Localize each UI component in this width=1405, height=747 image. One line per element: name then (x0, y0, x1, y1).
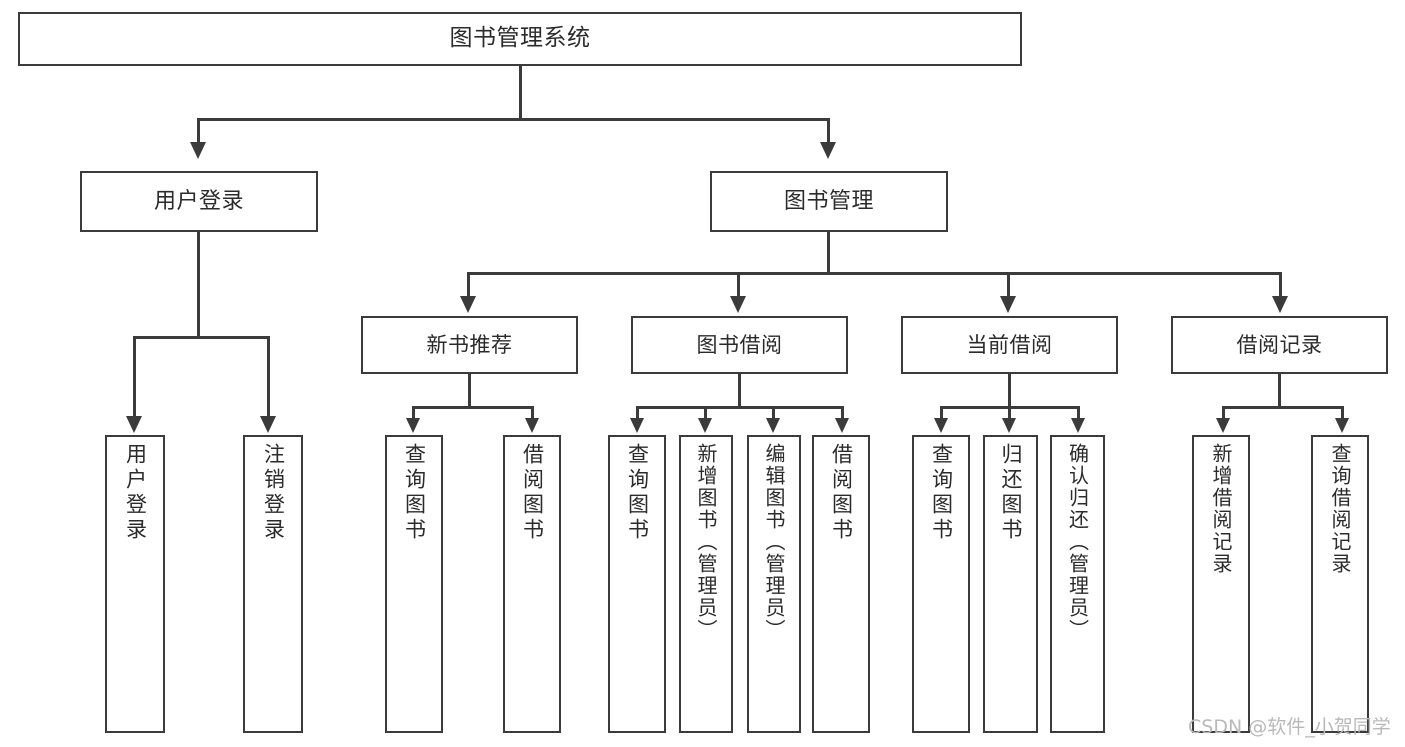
connector-level3-drop-3 (1007, 272, 1010, 296)
arrowhead-book-borrow-leaf-4 (835, 418, 849, 433)
connector-user-login-drop-1 (133, 336, 136, 416)
arrowhead-new-book-leaf-2 (525, 418, 539, 433)
connector-current-borrow-drop-2 (1008, 406, 1011, 418)
connector-book-management-stem (827, 232, 830, 272)
node-root-book-management-system[interactable]: 图书管理系统 (18, 12, 1022, 66)
node-leaf-query-book-current[interactable]: 查询图书 (912, 435, 970, 733)
node-leaf-return-book[interactable]: 归还图书 (983, 435, 1038, 733)
node-label: 新书推荐 (426, 332, 513, 357)
arrowhead-borrow-record-leaf-1 (1216, 418, 1230, 433)
arrowhead-book-borrow-leaf-1 (630, 418, 644, 433)
arrowhead-current-borrow-leaf-1 (934, 418, 948, 433)
node-label: 确认归还（管理员） (1065, 443, 1090, 641)
node-label: 借阅记录 (1236, 332, 1323, 357)
node-label: 图书管理系统 (449, 25, 591, 52)
node-book-borrow[interactable]: 图书借阅 (631, 316, 848, 374)
node-label: 新增图书（管理员） (694, 443, 718, 641)
connector-level3-drop-1 (467, 272, 470, 296)
node-leaf-user-login[interactable]: 用户登录 (105, 435, 165, 733)
connector-new-book-bus (412, 406, 534, 409)
node-borrow-record[interactable]: 借阅记录 (1171, 316, 1388, 374)
arrowhead-current-borrow-leaf-2 (1002, 418, 1016, 433)
node-label: 用户登录 (123, 443, 148, 543)
arrowhead-current-borrow-leaf-3 (1071, 418, 1085, 433)
node-label: 新增借阅记录 (1209, 443, 1233, 575)
connector-user-login-drop-2 (267, 336, 270, 416)
node-label: 查询图书 (929, 443, 954, 543)
node-label: 借阅图书 (520, 443, 545, 543)
connector-borrow-record-bus (1222, 406, 1344, 409)
connector-root-stem (519, 66, 522, 118)
node-label: 归还图书 (999, 443, 1023, 543)
arrowhead-to-current-borrow (1000, 296, 1016, 313)
node-leaf-confirm-return-admin[interactable]: 确认归还（管理员） (1050, 435, 1105, 733)
node-label: 当前借阅 (966, 332, 1053, 357)
node-leaf-query-book-borrow[interactable]: 查询图书 (608, 435, 666, 733)
connector-book-borrow-stem (738, 374, 741, 406)
connector-borrow-record-drop-2 (1341, 406, 1344, 418)
node-user-login[interactable]: 用户登录 (80, 171, 318, 232)
node-label: 查询图书 (625, 443, 650, 543)
connector-book-borrow-drop-3 (772, 406, 775, 418)
connector-level3-bus (467, 272, 1282, 275)
node-leaf-borrow-book[interactable]: 借阅图书 (812, 435, 870, 733)
node-leaf-borrow-book-recommend[interactable]: 借阅图书 (503, 435, 561, 733)
node-label: 编辑图书（管理员） (762, 443, 786, 641)
connector-new-book-drop-2 (531, 406, 534, 418)
connector-book-borrow-drop-4 (841, 406, 844, 418)
node-label: 用户登录 (153, 188, 244, 214)
node-new-book-recommend[interactable]: 新书推荐 (361, 316, 578, 374)
connector-book-borrow-drop-2 (704, 406, 707, 418)
arrowhead-to-new-book-recommend (460, 296, 476, 313)
node-label: 查询借阅记录 (1328, 443, 1352, 575)
connector-borrow-record-stem (1278, 374, 1281, 406)
connector-root-bus (197, 118, 830, 121)
arrowhead-new-book-leaf-1 (406, 418, 420, 433)
arrowhead-borrow-record-leaf-2 (1335, 418, 1349, 433)
node-label: 图书管理 (783, 188, 874, 214)
connector-current-borrow-drop-3 (1077, 406, 1080, 418)
connector-user-login-bus (133, 336, 270, 339)
connector-new-book-stem (468, 374, 471, 406)
node-leaf-add-borrow-record[interactable]: 新增借阅记录 (1192, 435, 1250, 733)
node-label: 图书借阅 (696, 332, 783, 357)
connector-root-drop-right (827, 118, 830, 142)
connector-borrow-record-drop-1 (1222, 406, 1225, 418)
arrowhead-user-login-leaf-1 (126, 416, 142, 433)
node-leaf-add-book-admin[interactable]: 新增图书（管理员） (679, 435, 733, 733)
arrowhead-to-user-login (190, 142, 206, 159)
connector-root-drop-left (197, 118, 200, 142)
connector-level3-drop-4 (1279, 272, 1282, 296)
node-leaf-edit-book-admin[interactable]: 编辑图书（管理员） (747, 435, 801, 733)
connector-current-borrow-stem (1008, 374, 1011, 406)
node-label: 注销登录 (261, 443, 286, 543)
connector-user-login-stem (197, 232, 200, 336)
arrowhead-book-borrow-leaf-3 (766, 418, 780, 433)
arrowhead-user-login-leaf-2 (260, 416, 276, 433)
connector-new-book-drop-1 (412, 406, 415, 418)
node-label: 查询图书 (402, 443, 427, 543)
arrowhead-to-book-management (820, 142, 836, 159)
arrowhead-to-book-borrow (730, 296, 746, 313)
connector-book-borrow-bus (636, 406, 844, 409)
node-book-management[interactable]: 图书管理 (710, 171, 948, 232)
node-leaf-query-borrow-record[interactable]: 查询借阅记录 (1311, 435, 1369, 733)
node-leaf-query-book-recommend[interactable]: 查询图书 (385, 435, 443, 733)
arrowhead-to-borrow-record (1272, 296, 1288, 313)
connector-current-borrow-drop-1 (940, 406, 943, 418)
connector-level3-drop-2 (737, 272, 740, 296)
node-current-borrow[interactable]: 当前借阅 (901, 316, 1118, 374)
arrowhead-book-borrow-leaf-2 (698, 418, 712, 433)
node-label: 借阅图书 (829, 443, 854, 543)
connector-book-borrow-drop-1 (636, 406, 639, 418)
node-leaf-logout[interactable]: 注销登录 (243, 435, 303, 733)
